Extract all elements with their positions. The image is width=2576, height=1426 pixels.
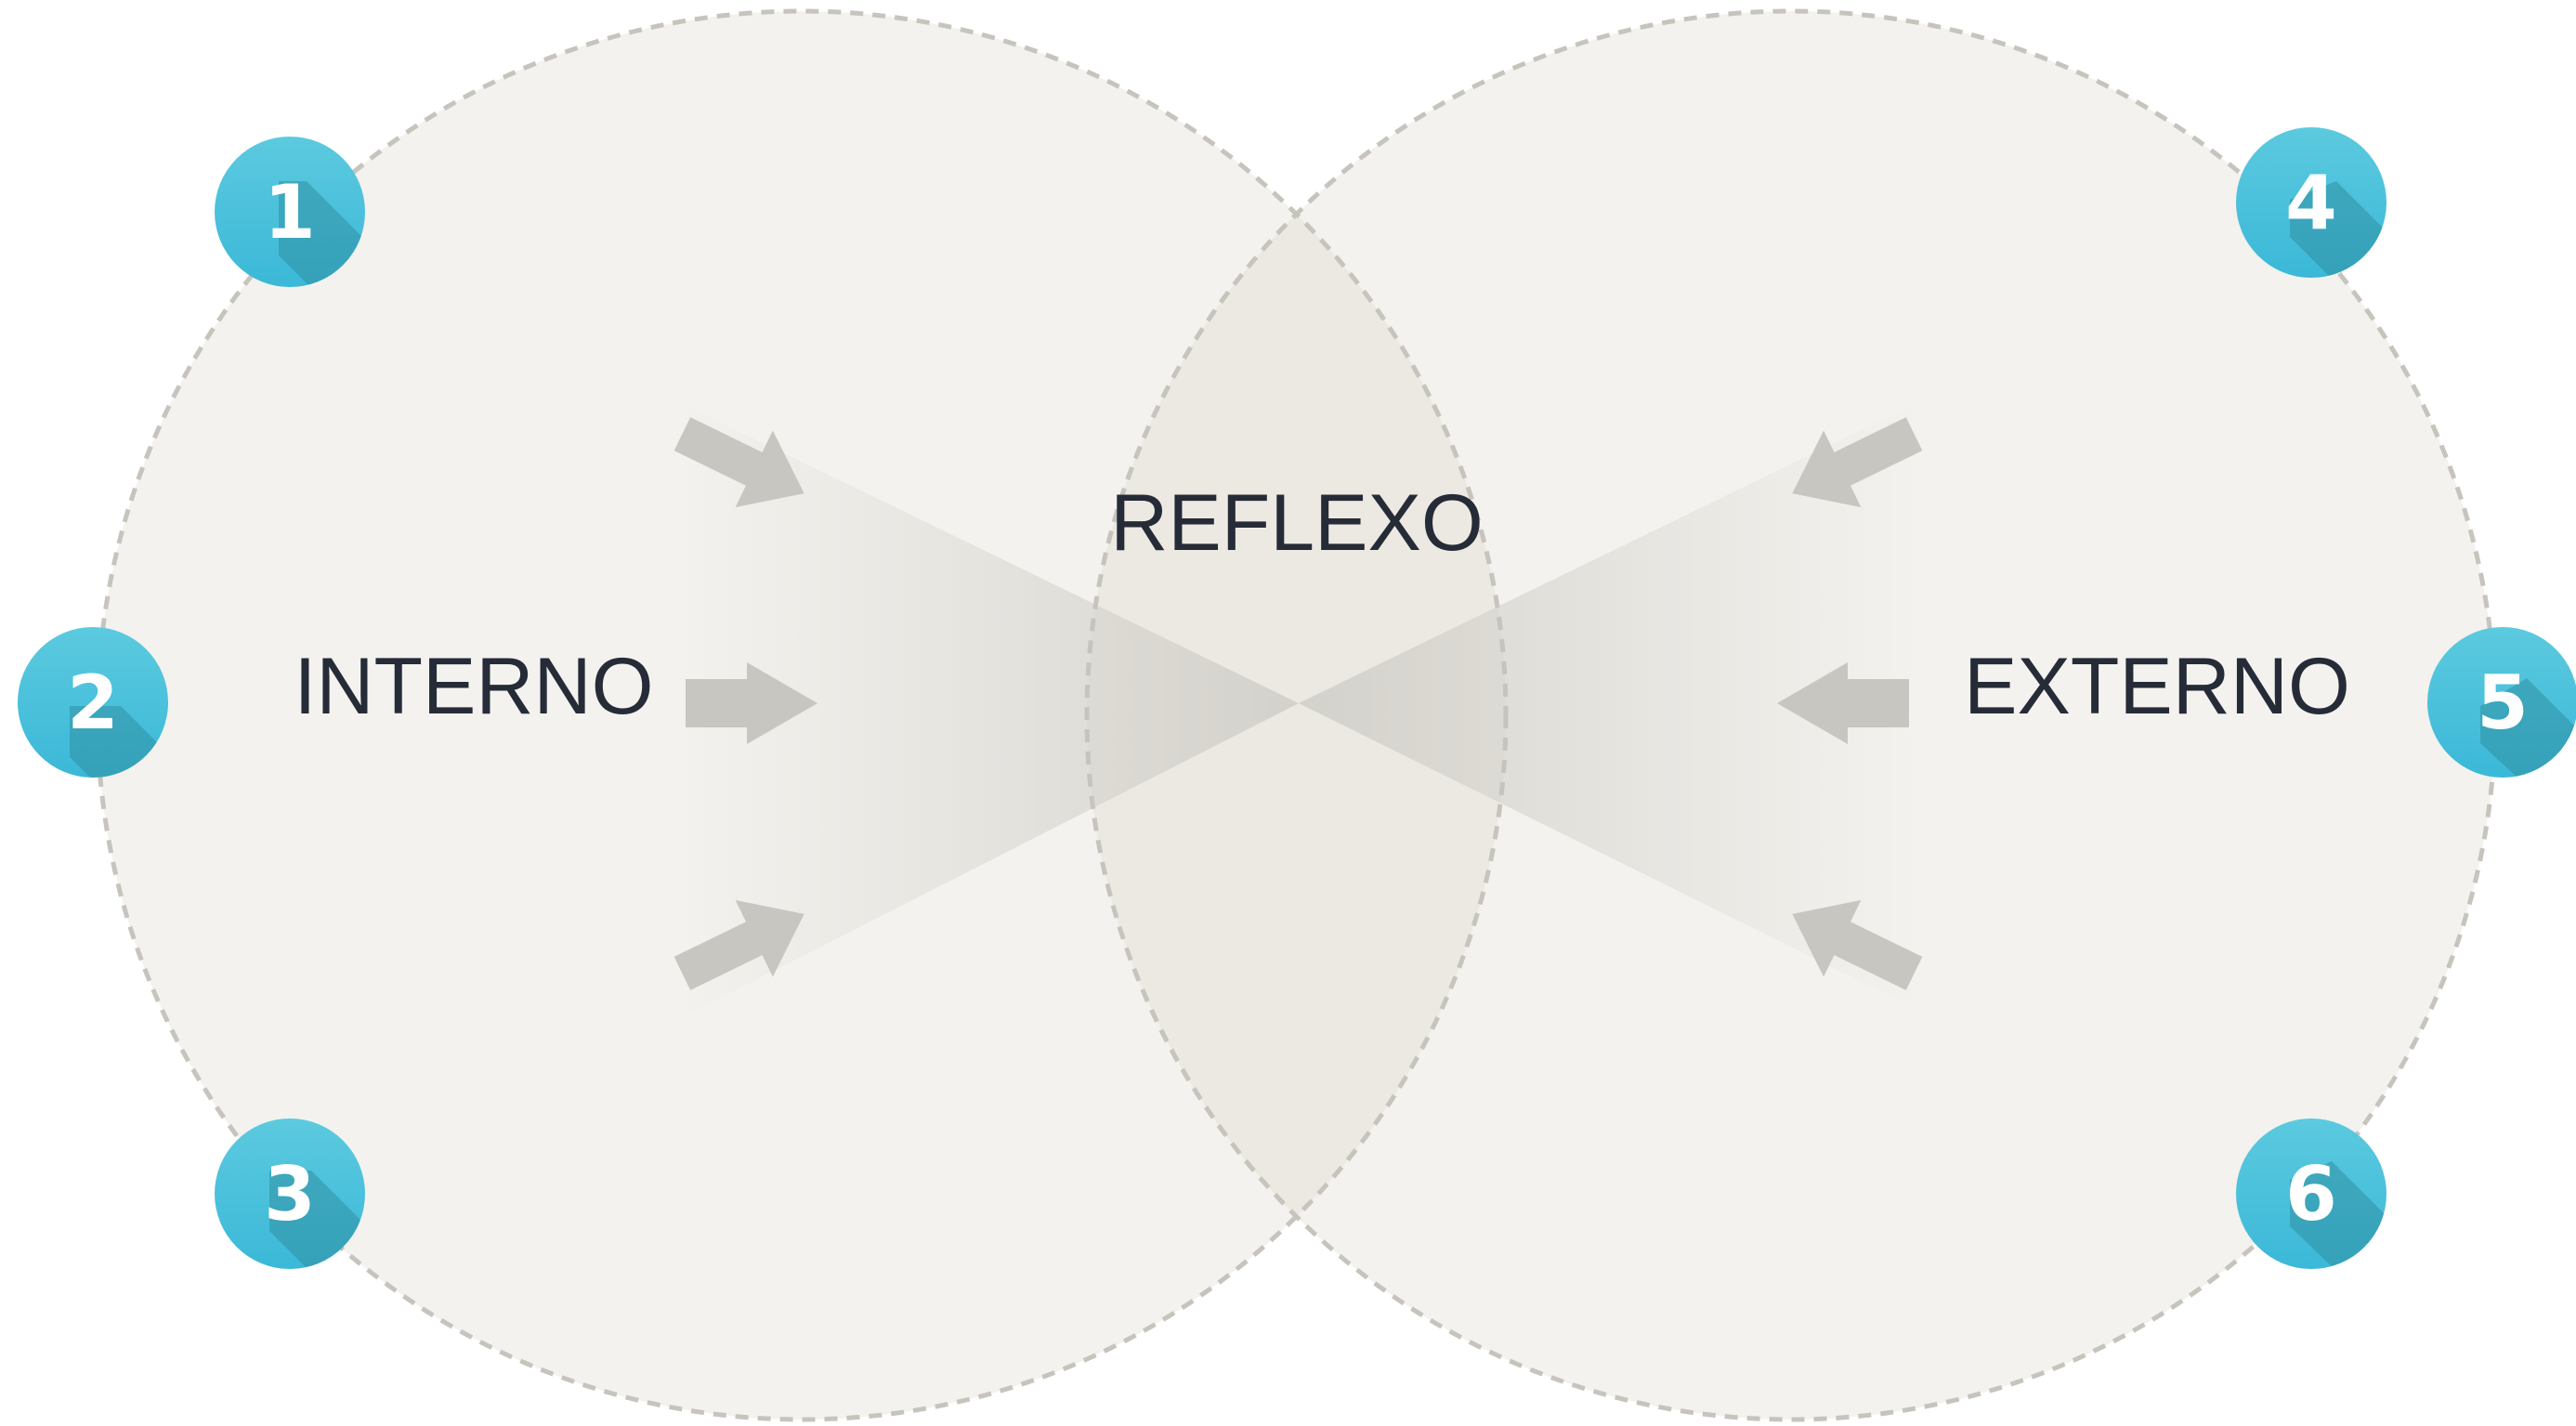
- arrow-lower-right: [1792, 899, 1923, 990]
- svg-text:3: 3: [264, 1151, 316, 1237]
- svg-text:2: 2: [67, 660, 119, 746]
- svg-text:5: 5: [2477, 660, 2529, 746]
- arrow-middle-right: [1777, 662, 1909, 744]
- internal-label: INTERNO: [294, 642, 654, 731]
- arrow-lower-left: [673, 899, 804, 990]
- beam-left: [673, 399, 1299, 1022]
- arrow-middle-left: [686, 662, 817, 744]
- badge-6: 6: [2236, 1119, 2386, 1269]
- external-label: EXTERNO: [1964, 642, 2350, 731]
- reflex-label: REFLEXO: [1110, 478, 1483, 568]
- beam-right: [1299, 399, 1924, 1013]
- svg-text:4: 4: [2285, 160, 2337, 246]
- badge-2: 2: [18, 627, 168, 778]
- svg-text:1: 1: [264, 169, 316, 255]
- arrow-upper-left: [673, 417, 804, 508]
- svg-text:6: 6: [2285, 1151, 2337, 1237]
- arrow-upper-right: [1792, 417, 1923, 508]
